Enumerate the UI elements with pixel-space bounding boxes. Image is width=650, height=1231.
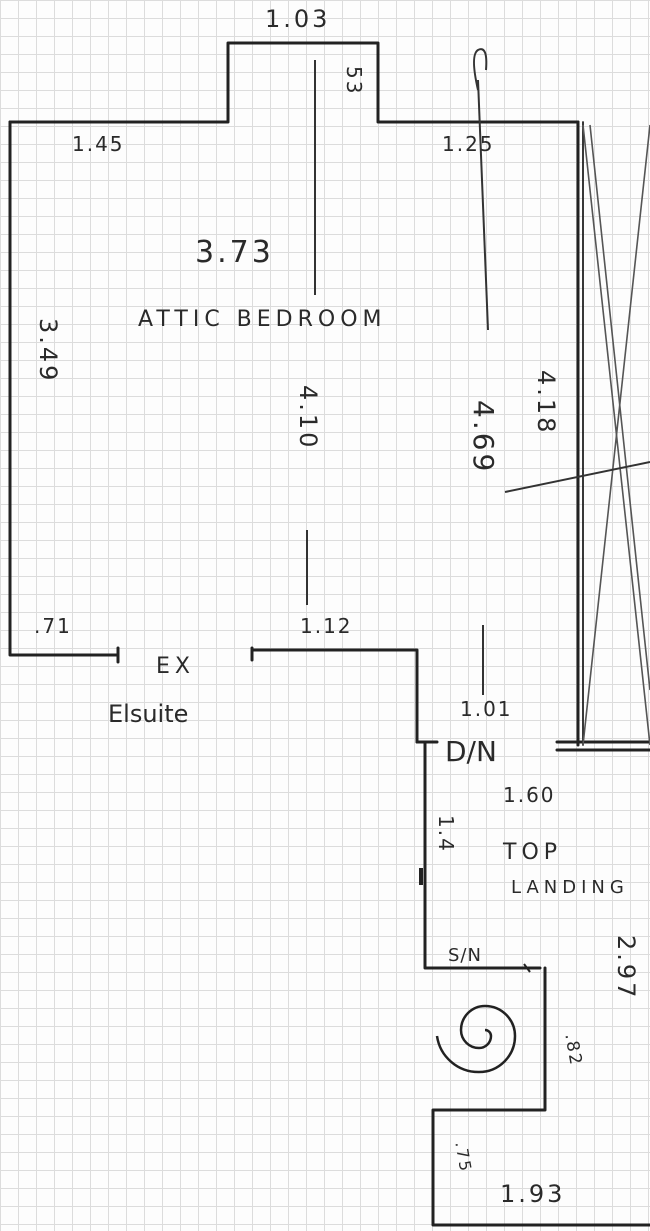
right-top-wall-label: 1.25 [442,132,495,156]
bedroom-wall-bottom-right [250,646,419,744]
bedroom-wall-left [8,120,120,664]
eaves-storage-cross [582,124,650,746]
room-left-height-label: 3.49 [34,318,62,384]
room-name-label: ATTIC BEDROOM [138,307,387,332]
stair-label: S/N [448,945,482,966]
landing-wall-right [555,740,650,752]
eaves-height-label: 4.69 [467,400,500,475]
arrow-curl [473,48,488,91]
bedroom-wall-top-dormer [8,41,580,124]
left-top-wall-label: 1.45 [72,132,125,156]
stair-mark [523,963,531,973]
centre-length-label: 3.73 [195,235,274,270]
door-label: D/N [445,735,497,768]
landing-height-label: 2.97 [612,935,640,1001]
dormer-depth-label: 53 [342,66,366,96]
door-width-label: 1.01 [460,697,513,721]
landing-wall-left [415,740,542,970]
bottom-width-label: 1.93 [500,1180,566,1208]
landing-label-1: TOP [503,840,563,865]
right-height-label: 4.18 [532,370,560,436]
right-dim-line [477,79,489,331]
landing-width-label: 1.60 [503,783,556,807]
landing-side-label: 1.4 [434,815,458,853]
spiral-stair-icon [435,1004,517,1074]
ensuite-label-2: Elsuite [108,700,189,728]
dormer-width-label: 1.03 [265,5,331,33]
leader-line [504,461,650,493]
bottom-left-label: .71 [34,614,72,638]
stair-wall-right [431,966,650,1227]
bottom-mid-label: 1.12 [300,614,353,638]
landing-label-2: LANDING [511,877,629,898]
ensuite-label-1: EX [156,654,195,679]
centre-height-label: 4.10 [294,385,322,451]
